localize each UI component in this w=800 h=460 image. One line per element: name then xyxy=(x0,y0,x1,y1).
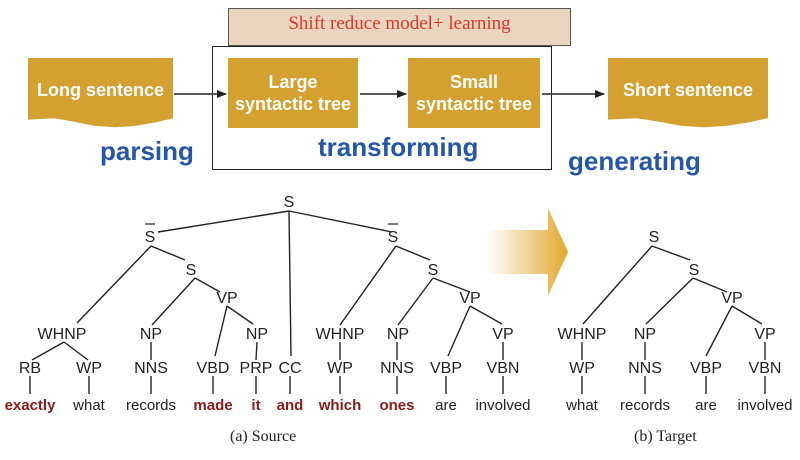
source-tree-nodes: S S S S VP WHNP NP NP S VP WHNP NP VP RB… xyxy=(19,194,520,377)
target-caption: (b) Target xyxy=(634,428,697,445)
long-sentence-box: Long sentence xyxy=(28,58,173,128)
model-label: Shift reduce model+ learning xyxy=(288,13,511,34)
word-are: are xyxy=(435,397,457,414)
src-vbn: VBN xyxy=(487,360,520,377)
tgt-whnp: WHNP xyxy=(558,326,607,343)
transforming-label: transforming xyxy=(318,132,479,162)
source-caption: (a) Source xyxy=(230,428,297,445)
tgt-vp2: VP xyxy=(754,326,775,343)
src-whnp1: WHNP xyxy=(38,326,87,343)
tgt-word-what: what xyxy=(565,397,599,414)
word-made: made xyxy=(193,397,232,414)
short-sentence-box: Short sentence xyxy=(608,58,768,128)
src-s2: S xyxy=(428,262,439,279)
word-and: and xyxy=(277,397,304,414)
word-involved: involved xyxy=(475,397,530,414)
src-np3: NP xyxy=(387,326,409,343)
word-exactly: exactly xyxy=(5,397,57,414)
small-tree-line2: syntactic tree xyxy=(415,94,533,114)
small-tree-box: Small syntactic tree xyxy=(408,58,540,128)
tgt-s1: S xyxy=(689,262,700,279)
tgt-word-records: records xyxy=(620,397,670,414)
src-cc: CC xyxy=(278,360,301,377)
generating-label: generating xyxy=(568,146,701,176)
src-rb: RB xyxy=(19,360,41,377)
large-tree-box: Large syntactic tree xyxy=(228,58,358,128)
src-root: S xyxy=(284,194,295,211)
src-s1: S xyxy=(186,262,197,279)
src-wp2: WP xyxy=(327,360,353,377)
tgt-word-involved: involved xyxy=(737,397,792,414)
src-np1: NP xyxy=(140,326,162,343)
src-whnp2: WHNP xyxy=(316,326,365,343)
long-sentence-label: Long sentence xyxy=(36,80,165,100)
src-prp: PRP xyxy=(240,360,273,377)
tgt-wp: WP xyxy=(569,360,595,377)
tgt-vp1: VP xyxy=(721,290,742,307)
tgt-nns: NNS xyxy=(628,360,662,377)
tgt-vbp: VBP xyxy=(690,360,722,377)
transform-big-arrow xyxy=(488,208,568,296)
word-records: records xyxy=(126,397,176,414)
src-vbd: VBD xyxy=(197,360,230,377)
target-words: what records are involved xyxy=(565,397,792,414)
word-which: which xyxy=(318,397,362,414)
tgt-root: S xyxy=(649,229,660,246)
tgt-vbn: VBN xyxy=(749,360,782,377)
src-vbp: VBP xyxy=(430,360,462,377)
src-sbar1: S xyxy=(145,229,156,246)
word-ones: ones xyxy=(379,397,414,414)
source-words: exactly what records made it and which o… xyxy=(5,397,531,414)
tgt-word-are: are xyxy=(695,397,717,414)
src-wp1: WP xyxy=(76,360,102,377)
src-vp1: VP xyxy=(216,290,237,307)
small-tree-line1: Small xyxy=(449,72,499,92)
large-tree-line2: syntactic tree xyxy=(234,94,352,114)
short-sentence-label: Short sentence xyxy=(622,80,754,100)
src-nns1: NNS xyxy=(134,360,168,377)
target-tree-nodes: S S VP WHNP NP VP WP NNS VBP VBN xyxy=(558,229,782,377)
src-vp2: VP xyxy=(459,290,480,307)
src-nns2: NNS xyxy=(380,360,414,377)
word-what: what xyxy=(72,397,106,414)
word-it: it xyxy=(251,397,260,414)
parsing-label: parsing xyxy=(100,136,194,166)
source-tree-edges xyxy=(29,210,504,394)
src-np2: NP xyxy=(246,326,268,343)
target-tree-edges xyxy=(581,245,766,394)
src-sbar2: S xyxy=(388,229,399,246)
src-vp3: VP xyxy=(492,326,513,343)
tgt-np: NP xyxy=(634,326,656,343)
large-tree-line1: Large xyxy=(268,72,318,92)
model-banner xyxy=(228,8,571,46)
